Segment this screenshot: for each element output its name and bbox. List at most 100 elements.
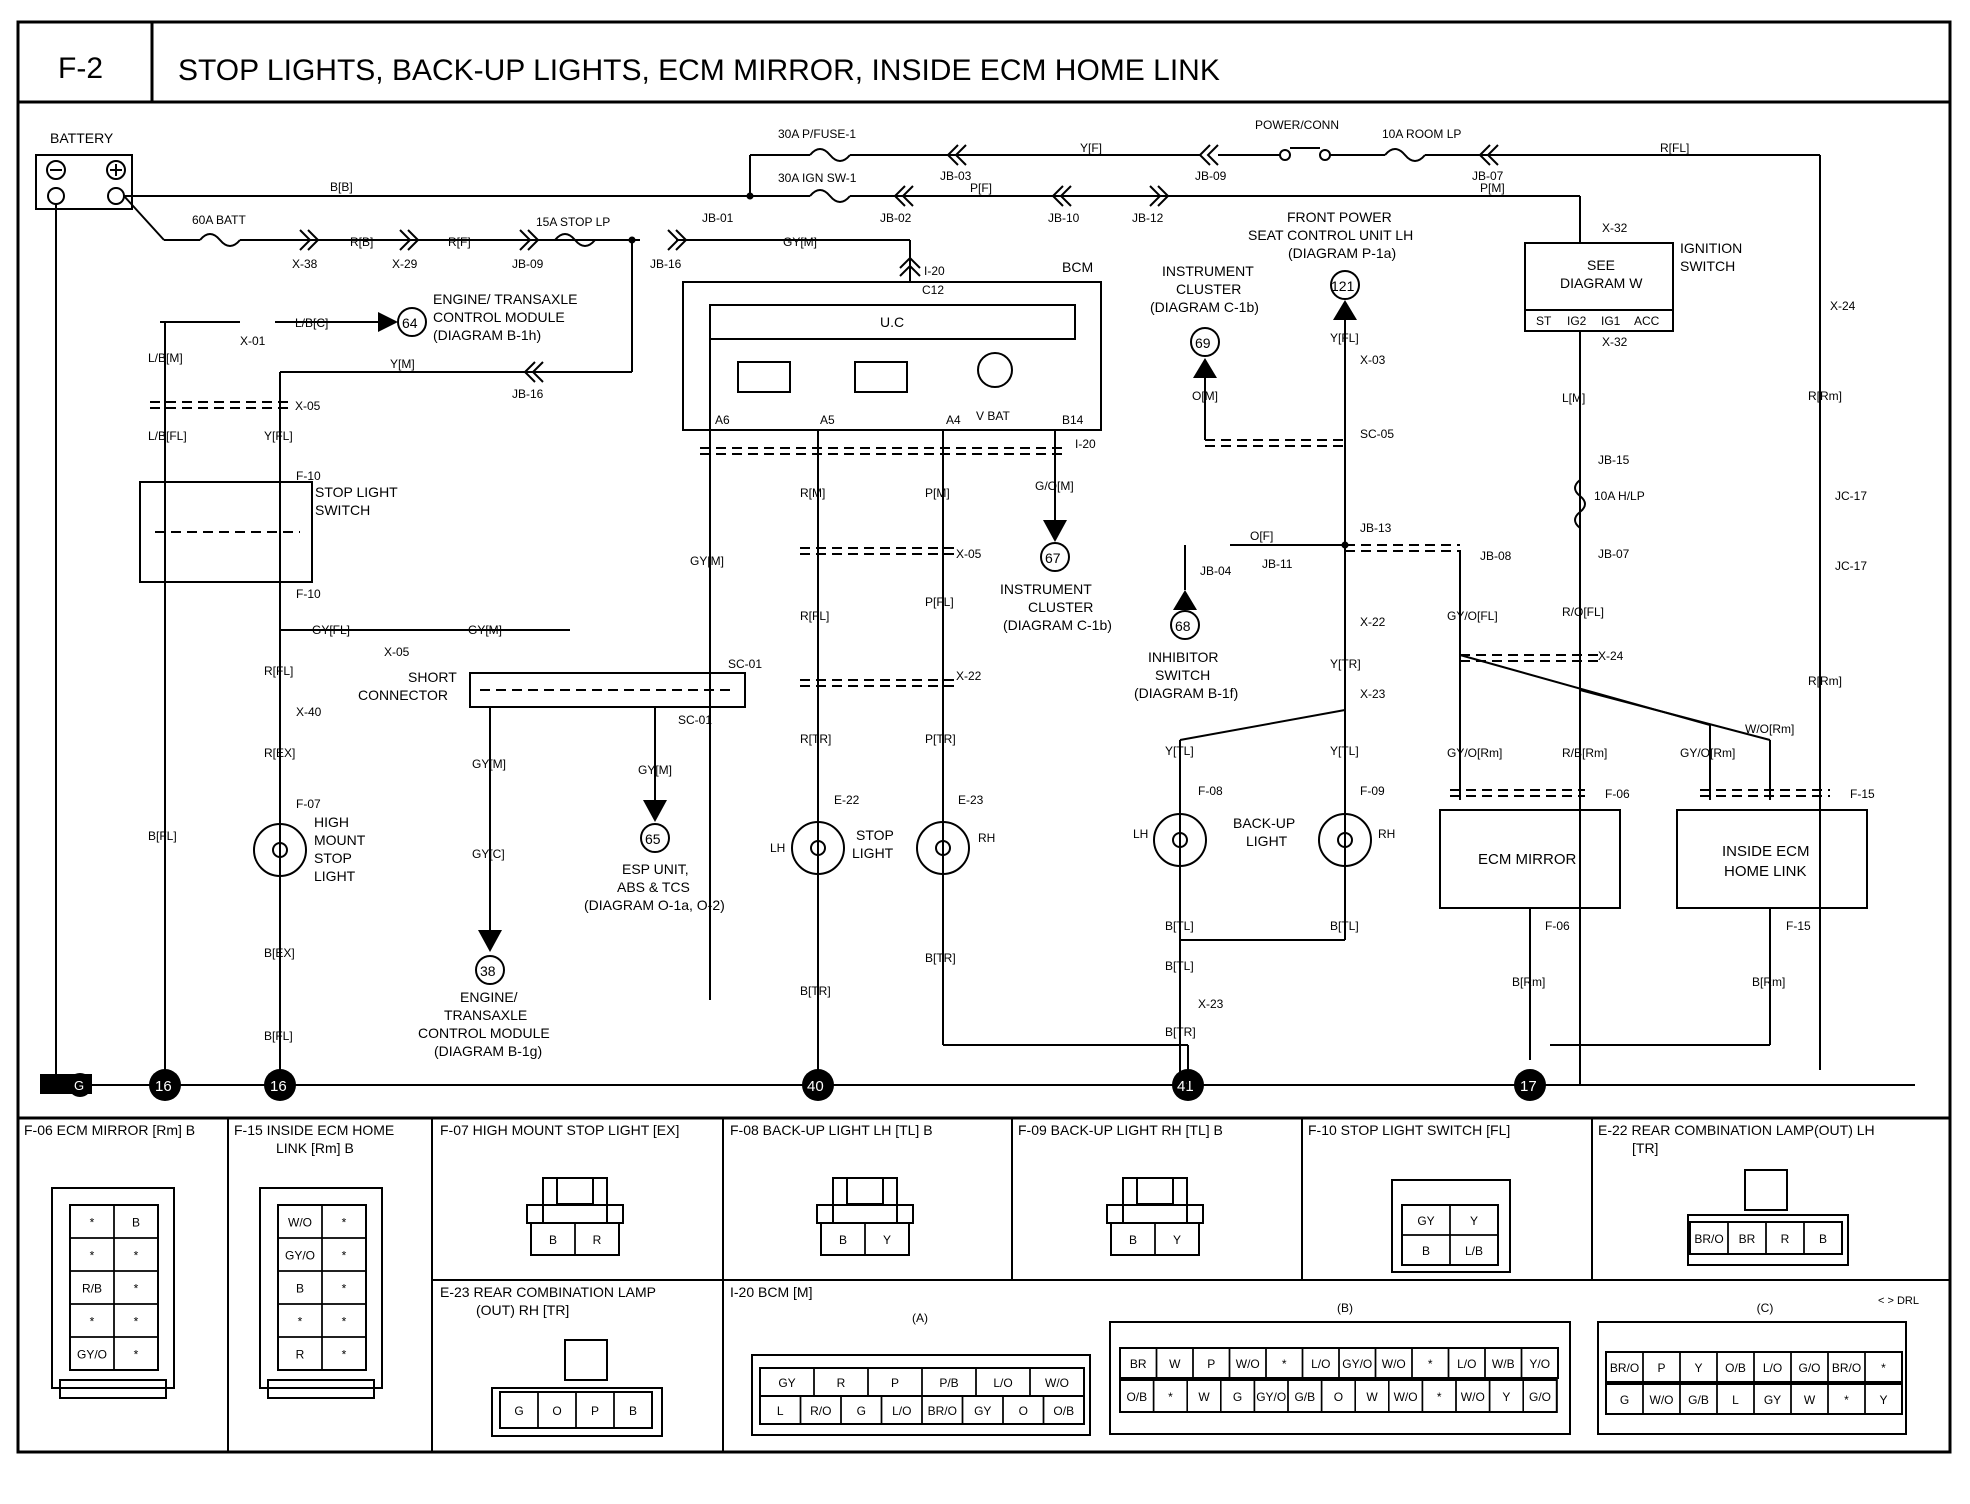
bcm-b-bot-pin-9: W/O [1394,1390,1418,1404]
seat-2: SEAT CONTROL UNIT LH [1248,227,1413,243]
seat-3: (DIAGRAM P-1a) [1288,245,1396,261]
bcm-vbat: V BAT [976,409,1010,423]
wire-pm: P[M] [1480,181,1505,195]
shortc-1: SHORT [408,669,457,685]
bcm-pin-a6: A6 [715,413,730,427]
wire-gyofl: GY/O[FL] [1447,609,1498,623]
conn-jc17: JC-17 [1835,489,1867,503]
hmsl-1: HIGH [314,814,349,830]
f15-pin-3: GY/O [285,1249,315,1263]
ground-40: 40 [807,1078,824,1095]
wire-brm-1: B[Rm] [1512,975,1545,989]
wire-gym-ecm: GY[M] [472,757,506,771]
bcm-b-bot-pin-4: G [1233,1390,1242,1404]
conn-x32: X-32 [1602,221,1628,235]
conn-f06: F-06 [1605,787,1630,801]
f15-pin-2: * [342,1216,347,1230]
wire-btr-g: B[TR] [1165,1025,1196,1039]
f09-pin-2: Y [1173,1233,1181,1247]
f06-pin-8: * [134,1315,139,1329]
fuse-room: 10A ROOM LP [1382,127,1461,141]
stop-switch-2: SWITCH [315,502,370,518]
ic69-1: INSTRUMENT [1162,263,1254,279]
ignition-switch [1524,242,1674,332]
wire-lbc: L/B[C] [295,316,328,330]
battery: BATTERY [35,130,133,210]
wire-bex: B[EX] [264,946,295,960]
shortc-2: CONNECTOR [358,687,448,703]
conn-jb11: JB-11 [1262,557,1293,571]
bcm-b-bot-pin-3: W [1198,1390,1210,1404]
ign-pos-ig1: IG1 [1601,314,1621,328]
bcm-c-bot-pin-4: L [1732,1393,1739,1407]
conn-sc01: SC-01 [728,657,762,671]
conn-e22: E-22 [834,793,860,807]
bcm-a-bot-pin-5: BR/O [928,1404,957,1418]
short-connector [469,672,746,708]
wire-om: O[M] [1192,389,1218,403]
cv-drl: < > DRL [1878,1295,1919,1307]
e22-pin-4: B [1819,1232,1827,1246]
stop-switch-1: STOP LIGHT [315,484,398,500]
bcm-b-top-pin-10: L/O [1457,1357,1476,1371]
bcm-a-top-pin-2: R [837,1376,846,1390]
wire-lbfl: L/B[FL] [148,429,187,443]
conn-f15b: F-15 [1786,919,1811,933]
conn-e23: E-23 [958,793,984,807]
conn-i20-top: I-20 [924,264,945,278]
ref-67: 67 [1045,550,1061,566]
ic67-3: (DIAGRAM C-1b) [1003,617,1112,633]
conn-jb10: JB-10 [1048,211,1080,225]
conn-x32b: X-32 [1602,335,1628,349]
ic69-3: (DIAGRAM C-1b) [1150,299,1259,315]
power-conn: POWER/CONN [1255,118,1339,132]
conn-jb13: JB-13 [1360,521,1392,535]
conn-x05-left: X-05 [295,399,321,413]
e22-pin-1: BR/O [1694,1232,1723,1246]
f15-pin-9: R [296,1348,305,1362]
conn-f07: F-07 [296,797,321,811]
home-link-2: HOME LINK [1724,863,1807,880]
hmsl-2: MOUNT [314,832,366,848]
backup-lh: LH [1133,827,1148,841]
home-link-1: INSIDE ECM [1722,843,1810,860]
ecm-mirror-label: ECM MIRROR [1478,851,1576,868]
cv-i20-title: I-20 BCM [M] [730,1284,812,1300]
wire-of: O[F] [1250,529,1273,543]
bcm-b-bot-pin-11: W/O [1461,1390,1485,1404]
diagram-title: STOP LIGHTS, BACK-UP LIGHTS, ECM MIRROR,… [178,54,1220,87]
fuse-ign: 30A IGN SW-1 [778,171,857,185]
bcm-pin-b14: B14 [1062,413,1084,427]
conn-jb02: JB-02 [880,211,912,225]
conn-jb16: JB-16 [650,257,682,271]
bcm-a-top-pin-6: W/O [1045,1376,1069,1390]
f10-pin-2: Y [1470,1214,1478,1228]
wire-ym: Y[M] [390,357,415,371]
wire-bb: B[B] [330,180,353,194]
f07-pin-1: B [549,1233,557,1247]
wire-btr-stop: B[TR] [800,984,831,998]
esp-2: ABS & TCS [617,879,690,895]
bcm-c-bot-pin-7: * [1844,1393,1849,1407]
bcm-label: BCM [1062,259,1093,275]
ign-pos-acc: ACC [1634,314,1660,328]
ecmtcm-3: (DIAGRAM B-1h) [433,327,541,343]
f15-pin-8: * [342,1315,347,1329]
conn-x23-g: X-23 [1198,997,1224,1011]
conn-x24-right: X-24 [1830,299,1856,313]
fuse-batt: 60A BATT [192,213,246,227]
wire-rrm-1: R[Rm] [1808,389,1842,403]
wire-ptr: P[TR] [925,732,956,746]
cv-e23-title2: (OUT) RH [TR] [476,1302,569,1318]
wire-rb: R[B] [350,235,373,249]
wire-gyc: GY[C] [472,847,505,861]
f07-pin-2: R [593,1233,602,1247]
ign-see: SEE [1587,257,1615,273]
wire-rfl-top: R[FL] [1660,141,1689,155]
bcm-a-top-pin-1: GY [778,1376,795,1390]
bcm-c-top-pin-4: O/B [1725,1361,1746,1375]
bcm-b-bot-pin-5: GY/O [1256,1390,1286,1404]
bcm-pin-a4: A4 [946,413,961,427]
wire-gym-top: GY[M] [783,235,817,249]
conn-x03: X-03 [1360,353,1386,367]
